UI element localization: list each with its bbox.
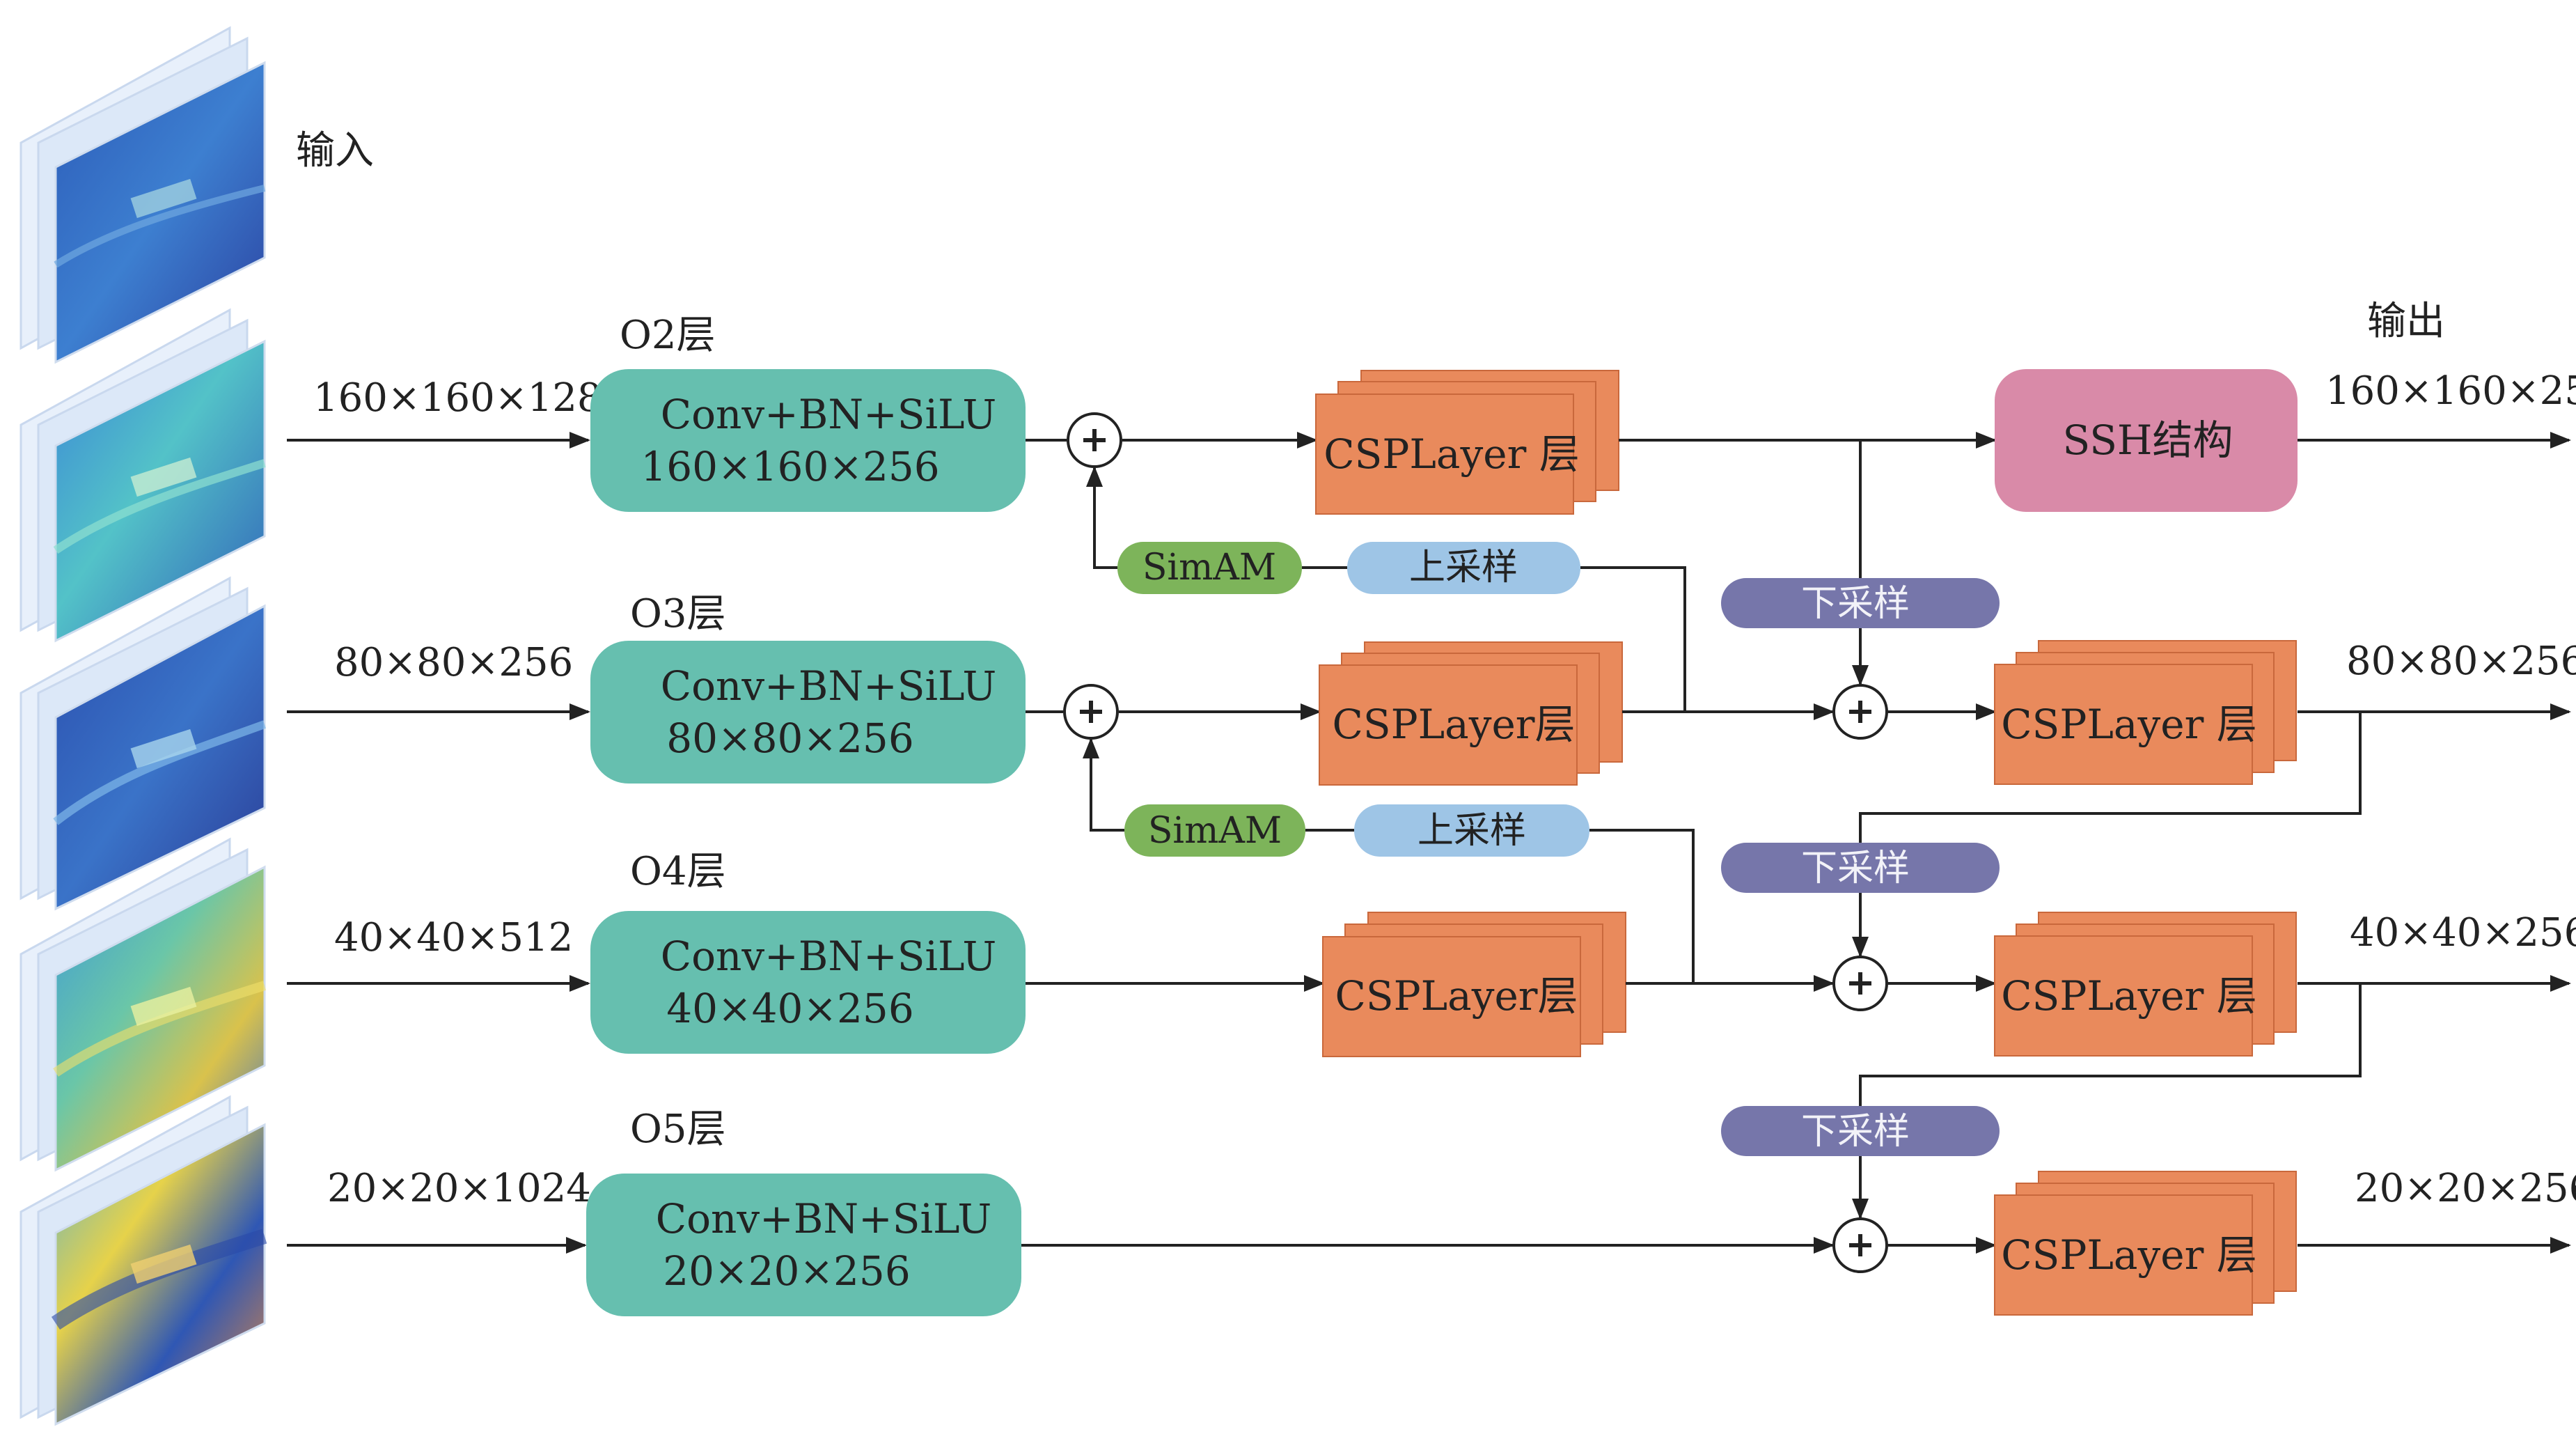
layer-label-o3: O3层 [630,591,726,637]
csp-label: CSPLayer 层 [2001,972,2257,1020]
output-dim-1: 160×160×256 [2325,368,2576,414]
add-node-right-o4 [1832,956,1888,1011]
csp-label: CSPLayer层 [1335,972,1578,1020]
csp-block-o2: CSPLayer 层 [1315,370,1619,515]
input-dim-o4: 40×40×512 [334,915,573,960]
input-feature-map-2 [19,308,266,643]
output-label: 输出 [2367,299,2445,344]
conv-block-o4: Conv+BN+SiLU 40×40×256 [590,911,1026,1054]
input-dim-o3: 80×80×256 [334,640,573,685]
conv-dim: 160×160×256 [641,443,939,490]
input-feature-map-5 [19,1095,267,1426]
downsample-label: 下采样 [1801,848,1910,889]
simam-to-add-1 [1086,466,1117,569]
add-node-o2 [1067,412,1122,468]
csp-block-o4: CSPLayer层 [1322,912,1626,1057]
simam-pill-1: SimAM [1117,542,1302,594]
csp-block-right-o5: CSPLayer 层 [1994,1171,2297,1316]
simam-pill-2: SimAM [1124,804,1305,857]
ssh-label: SSH结构 [2062,416,2233,464]
add-node-right-o5 [1832,1217,1888,1273]
output-dim-4: 20×20×256 [2355,1166,2576,1211]
output-dim-2: 80×80×256 [2346,639,2576,684]
csp-block-o3: CSPLayer层 [1319,641,1623,786]
layer-label-o2: O2层 [620,313,716,358]
downsample-label: 下采样 [1801,1111,1910,1153]
conv-label: Conv+BN+SiLU [661,391,997,438]
input-feature-map-1 [19,26,266,364]
conv-label: Conv+BN+SiLU [656,1195,992,1242]
downsample-label: 下采样 [1801,583,1910,625]
upsample-label: 上采样 [1417,810,1526,852]
conv-block-o5: Conv+BN+SiLU 20×20×256 [586,1174,1021,1316]
input-dim-o2: 160×160×128 [313,375,602,421]
downsample-pill-2: 下采样 [1721,843,2000,893]
csp-block-right-o3: CSPLayer 层 [1994,640,2297,785]
csp-label: CSPLayer层 [1332,701,1575,748]
conv-label: Conv+BN+SiLU [661,933,997,980]
csp-block-right-o4: CSPLayer 层 [1994,912,2297,1057]
upsample-pill-2: 上采样 [1354,804,1589,857]
ssh-block: SSH结构 [1995,369,2298,512]
conv-dim: 40×40×256 [666,985,914,1032]
input-feature-map-3 [19,576,267,911]
downsample-pill-3: 下采样 [1721,1106,2000,1156]
upsample-label: 上采样 [1409,547,1518,589]
add-node-right-o3 [1832,684,1888,740]
layer-label-o5: O5层 [630,1107,726,1152]
layer-label-o4: O4层 [630,849,726,894]
simam-label: SimAM [1142,547,1276,589]
downsample-pill-1: 下采样 [1721,578,2000,628]
conv-label: Conv+BN+SiLU [661,662,997,710]
simam-label: SimAM [1148,810,1282,852]
output-dim-3: 40×40×256 [2350,910,2576,956]
csp-label: CSPLayer 层 [2001,1231,2257,1279]
csp-label: CSPLayer 层 [2001,701,2257,748]
upsample-feed-1 [1580,566,1686,712]
conv-dim: 80×80×256 [666,715,914,762]
upsample-feed-2 [1589,829,1695,983]
conv-dim: 20×20×256 [663,1247,911,1295]
input-dim-o5: 20×20×1024 [327,1166,591,1211]
simam-to-add-2 [1083,738,1124,832]
upsample-pill-1: 上采样 [1347,542,1580,594]
add-node-o3 [1063,684,1119,740]
csp-label: CSPLayer 层 [1324,430,1580,478]
conv-block-o2: Conv+BN+SiLU 160×160×256 [590,369,1026,512]
conv-block-o3: Conv+BN+SiLU 80×80×256 [590,641,1026,784]
input-feature-map-4 [19,837,267,1172]
input-label: 输入 [296,128,374,173]
